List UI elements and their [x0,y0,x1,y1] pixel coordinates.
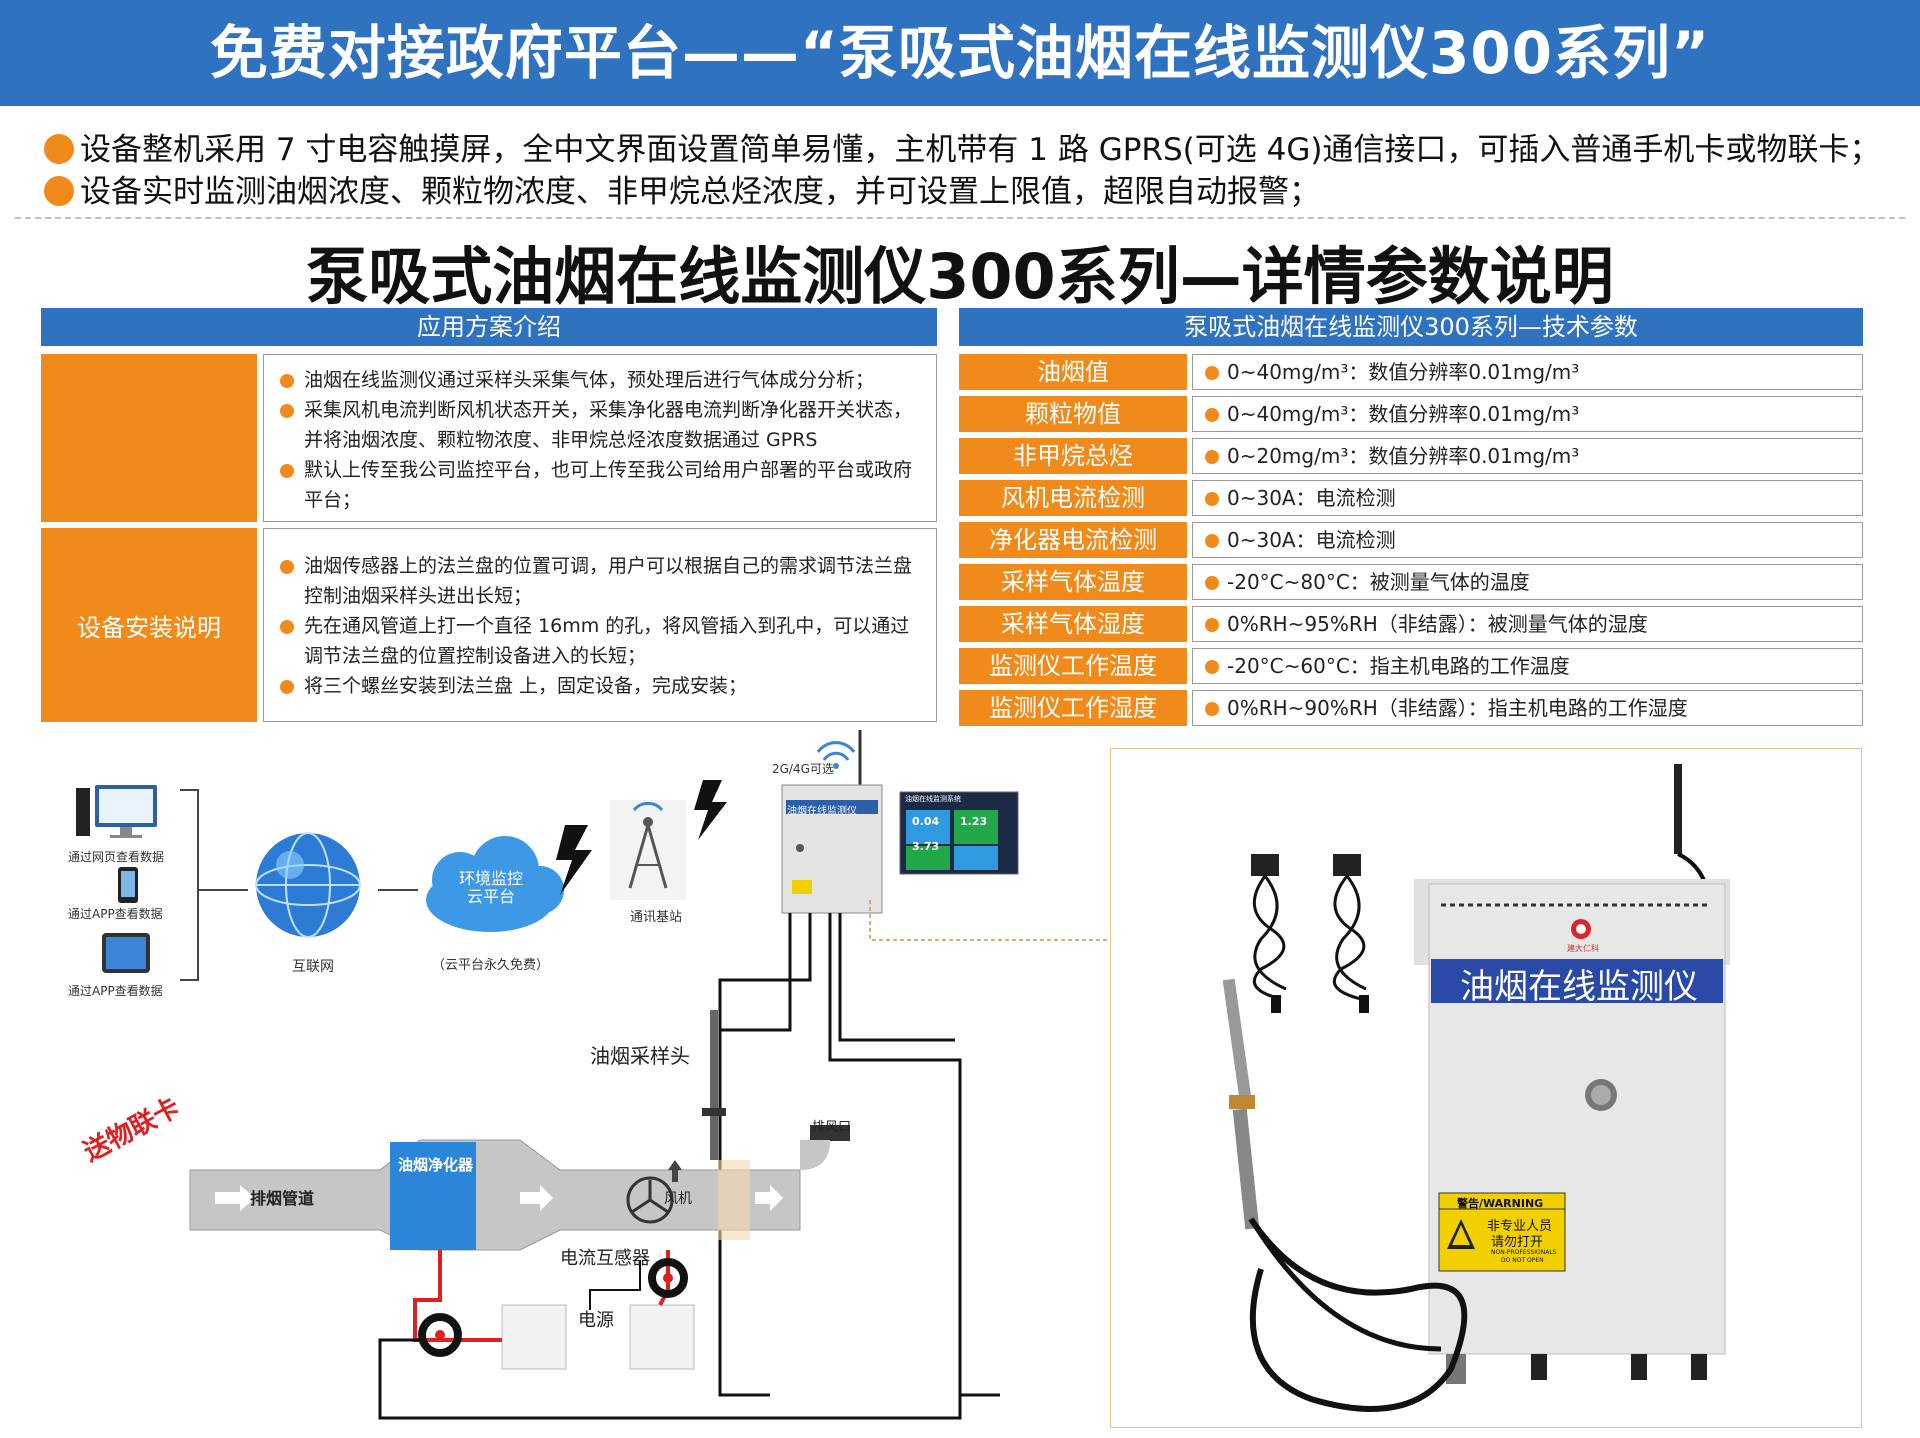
param-label: 监测仪工作温度 [959,648,1187,684]
tablet-icon [102,933,150,973]
tech-params-header: 泵吸式油烟在线监测仪300系列—技术参数 [959,308,1863,346]
bullet-dot-icon [1205,492,1219,506]
warning-en-1: NON-PROFESSIONALS [1491,1249,1557,1256]
param-label: 风机电流检测 [959,480,1187,516]
device-label: 油烟在线监测仪 [787,806,857,817]
socket-icon [501,1304,695,1370]
bullet-dot-icon [1205,366,1219,380]
current-transformer-icon [418,1258,688,1357]
param-label: 采样气体温度 [959,564,1187,600]
product-label: 油烟在线监测仪 [1460,967,1698,1007]
param-value: 0~30A：电流检测 [1192,522,1863,558]
bullet-dot-icon [44,176,74,206]
feature-text-1: 设备整机采用 7 寸电容触摸屏，全中文界面设置简单易懂，主机带有 1 路 GPR… [80,132,1881,168]
application-row-2-content: 油烟传感器上的法兰盘的位置可调，用户可以根据自己的需求调节法兰盘控制油烟采样头进… [263,528,937,722]
list-item: 采集风机电流判断风机状态开关，采集净化器电流判断净化器开关状态，并将油烟浓度、颗… [278,395,922,455]
application-row-1-content: 油烟在线监测仪通过采样头采集气体，预处理后进行气体成分分析； 采集风机电流判断风… [263,354,937,522]
divider [15,217,1905,219]
bullet-dot-icon [280,464,294,478]
purifier-label: 油烟净化器 [398,1156,474,1174]
bullet-dot-icon [1205,576,1219,590]
bullet-dot-icon [1205,450,1219,464]
feature-line-2: 设备实时监测油烟浓度、颗粒物浓度、非甲烷总烃浓度，并可设置上限值，超限自动报警； [44,166,1320,211]
sampling-head-label: 油烟采样头 [590,1044,690,1068]
list-item: 油烟在线监测仪通过采样头采集气体，预处理后进行气体成分分析； [278,365,922,395]
network-label: 2G/4G可选 [772,762,834,776]
param-label: 非甲烷总烃 [959,438,1187,474]
system-diagram [76,730,1110,1420]
pipe-label: 排烟管道 [250,1189,315,1208]
param-label: 颗粒物值 [959,396,1187,432]
bullet-dot-icon [1205,702,1219,716]
param-label: 采样气体湿度 [959,606,1187,642]
param-value: 0%RH~90%RH（非结露）：指主机电路的工作湿度 [1192,690,1863,726]
ct-label: 电流互感器 [560,1248,650,1269]
list-item: 将三个螺丝安装到法兰盘 上，固定设备，完成安装； [278,671,922,701]
bullet-dot-icon [280,374,294,388]
power-label: 电源 [578,1310,614,1331]
pipe [189,1010,850,1251]
param-value: 0~20mg/m³：数值分辨率0.01mg/m³ [1192,438,1863,474]
screen-value-1: 0.04 [912,815,940,828]
bullet-dot-icon [280,620,294,634]
screen-value-3: 3.73 [912,840,940,853]
screen-title: 油烟在线监测系统 [905,795,961,803]
access-pc-label: 通过网页查看数据 [68,850,165,864]
application-row-1-label [41,354,257,522]
bullet-dot-icon [1205,660,1219,674]
fan-label: 风机 [664,1191,692,1207]
product-photo: 油烟在线监测仪 警告/WARNING 非专业人员 请勿打开 NON-PROFES… [1110,748,1862,1428]
param-label: 油烟值 [959,354,1187,390]
lightning-icon [556,780,727,895]
bullet-dot-icon [44,134,74,164]
warning-title: 警告/WARNING [1457,1197,1544,1210]
device-box [781,730,883,914]
feature-line-1: 设备整机采用 7 寸电容触摸屏，全中文界面设置简单易懂，主机带有 1 路 GPR… [44,124,1880,169]
globe-icon [255,832,361,938]
exhaust-port-label: 排风口 [812,1120,852,1135]
bullet-dot-icon [1205,618,1219,632]
bullet-dot-icon [280,404,294,418]
bullet-dot-icon [280,680,294,694]
list-item: 默认上传至我公司监控平台，也可上传至我公司给用户部署的平台或政府平台； [278,455,922,515]
bullet-dot-icon [1205,534,1219,548]
base-station-label: 通讯基站 [630,910,683,925]
param-value: -20°C~80°C：被测量气体的温度 [1192,564,1863,600]
list-item: 先在通风管道上打一个直径 16mm 的孔，将风管插入到孔中，可以通过调节法兰盘的… [278,611,922,671]
feature-text-2: 设备实时监测油烟浓度、颗粒物浓度、非甲烷总烃浓度，并可设置上限值，超限自动报警； [80,174,1320,210]
wifi-icon [816,741,856,769]
param-label: 净化器电流检测 [959,522,1187,558]
screen-value-2: 1.23 [960,815,988,828]
cloud-icon [426,836,564,932]
warning-line-1: 非专业人员 [1487,1219,1553,1234]
param-value: -20°C~60°C：指主机电路的工作温度 [1192,648,1863,684]
application-header: 应用方案介绍 [41,308,937,346]
application-row-2-label: 设备安装说明 [41,528,257,722]
flow-arrow-icon [215,1185,783,1211]
warning-en-2: DO NOT OPEN [1501,1257,1544,1264]
pc-icon [76,785,157,838]
param-label: 监测仪工作湿度 [959,690,1187,726]
param-value: 0~30A：电流检测 [1192,480,1863,516]
param-value: 0~40mg/m³：数值分辨率0.01mg/m³ [1192,354,1863,390]
cloud-note: （云平台永久免费） [432,958,550,973]
fan-icon [626,1176,674,1224]
param-value: 0~40mg/m³：数值分辨率0.01mg/m³ [1192,396,1863,432]
access-app-label: 通过APP查看数据 [68,984,163,998]
warning-line-2: 请勿打开 [1491,1235,1544,1250]
product-illustration [1222,764,1730,1412]
base-station-icon [610,800,686,900]
list-item: 油烟传感器上的法兰盘的位置可调，用户可以根据自己的需求调节法兰盘控制油烟采样头进… [278,551,922,611]
cloud-label: 环境监控云平台 [458,869,523,906]
top-banner: 免费对接政府平台——“泵吸式油烟在线监测仪300系列” [0,0,1920,106]
internet-label: 互联网 [292,959,334,975]
bullet-dot-icon [280,560,294,574]
brand-label: 建大仁科 [1567,944,1599,953]
screen-display [899,791,1019,875]
param-value: 0%RH~95%RH（非结露）：被测量气体的湿度 [1192,606,1863,642]
access-app-label: 通过APP查看数据 [68,907,163,921]
phone-icon [118,867,138,903]
page-title: 泵吸式油烟在线监测仪300系列—详情参数说明 [306,240,1614,313]
bullet-dot-icon [1205,408,1219,422]
